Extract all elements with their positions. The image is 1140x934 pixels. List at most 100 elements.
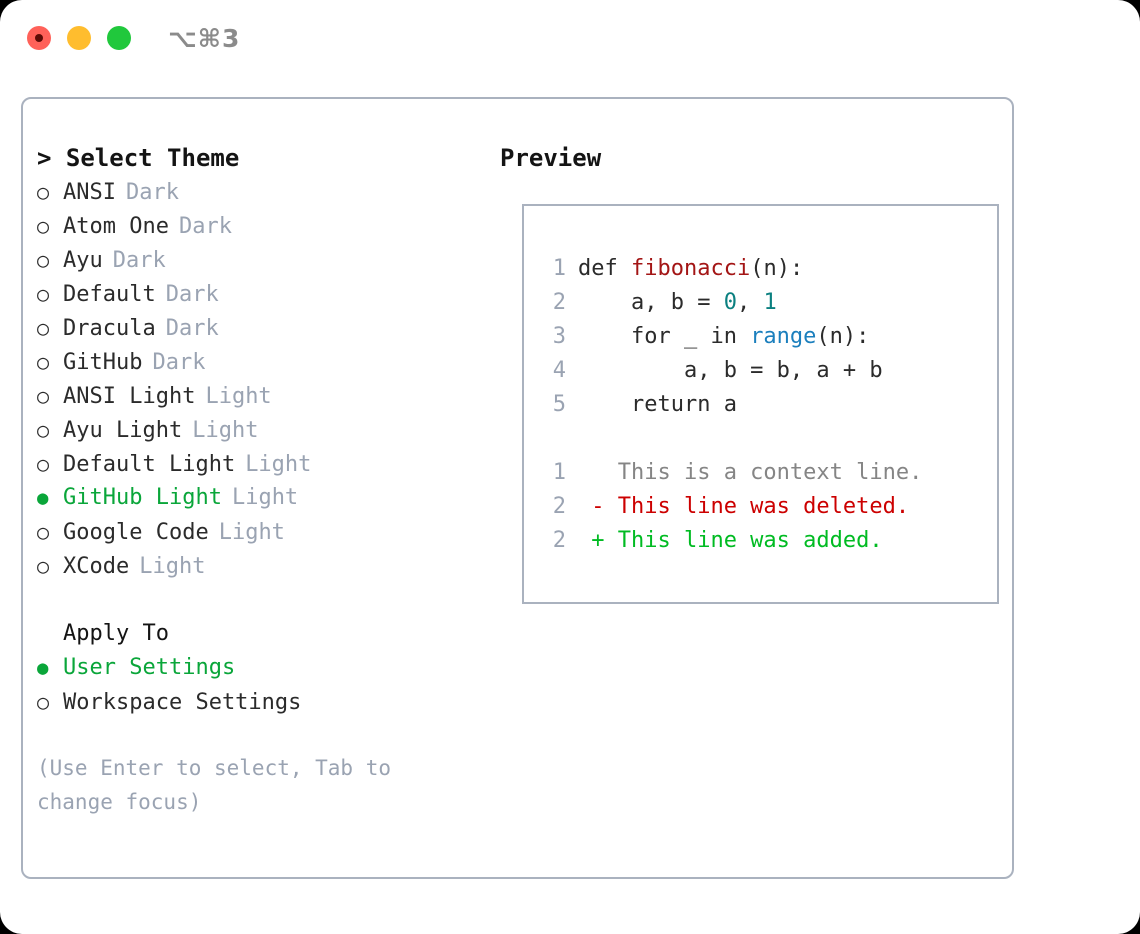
- title-bar: ⌥⌘3: [0, 0, 1140, 78]
- theme-option-10[interactable]: ○ Google Code Light: [37, 515, 487, 549]
- code-line: 4 a, b = b, a + b: [542, 354, 922, 388]
- theme-option-label: Atom One: [63, 214, 169, 239]
- code-line: 2 - This line was deleted.: [542, 490, 922, 524]
- radio-unselected-icon: ○: [37, 690, 50, 714]
- theme-option-variant-badge: Dark: [125, 180, 179, 205]
- theme-option-variant-badge: Light: [245, 452, 312, 477]
- keyboard-shortcut-label: ⌥⌘3: [168, 24, 241, 53]
- keyboard-hint-text: (Use Enter to select, Tab to change focu…: [37, 756, 404, 814]
- apply-to-option-label: Workspace Settings: [63, 690, 302, 715]
- code-token-num: 0: [723, 290, 737, 315]
- theme-option-0[interactable]: ○ ANSI Dark: [37, 175, 487, 209]
- radio-unselected-icon: ○: [37, 520, 50, 544]
- line-number: 5: [552, 392, 566, 417]
- code-line: 2 + This line was added.: [542, 524, 922, 558]
- theme-option-variant-badge: Dark: [165, 282, 219, 307]
- line-number: 3: [552, 324, 566, 349]
- code-token-del: - This line was deleted.: [578, 494, 910, 519]
- theme-option-label: Ayu Light: [63, 418, 183, 443]
- theme-option-label: Dracula: [63, 316, 156, 341]
- theme-option-variant-badge: Light: [139, 554, 206, 579]
- theme-option-variant-badge: Light: [231, 485, 299, 510]
- apply-to-heading: Apply To: [63, 621, 169, 646]
- code-token-plain: (n):: [816, 324, 870, 349]
- theme-option-5[interactable]: ○ GitHub Dark: [37, 345, 487, 379]
- line-number: 1: [552, 460, 566, 485]
- theme-option-label: ANSI Light: [63, 384, 196, 409]
- theme-option-variant-badge: Dark: [112, 248, 166, 273]
- radio-unselected-icon: ○: [37, 248, 50, 272]
- preview-heading: Preview: [500, 144, 602, 172]
- theme-option-variant-badge: Light: [218, 520, 285, 545]
- code-line: [542, 422, 922, 456]
- radio-unselected-icon: ○: [37, 282, 50, 306]
- theme-option-label: Ayu: [63, 248, 103, 273]
- line-number: 2: [552, 494, 566, 519]
- radio-selected-icon: ●: [37, 657, 49, 679]
- theme-option-label: Google Code: [63, 520, 209, 545]
- radio-unselected-icon: ○: [37, 350, 50, 374]
- line-number: 1: [552, 256, 566, 281]
- code-token-plain: a, b =: [578, 290, 724, 315]
- apply-to-option-0[interactable]: ● User Settings: [37, 651, 487, 685]
- theme-option-variant-badge: Dark: [165, 316, 219, 341]
- line-number: 2: [552, 290, 566, 315]
- radio-unselected-icon: ○: [37, 316, 50, 340]
- radio-unselected-icon: ○: [37, 384, 50, 408]
- code-line: 2 a, b = 0, 1: [542, 286, 922, 320]
- list-spacer: [37, 583, 487, 617]
- apply-to-option-1[interactable]: ○ Workspace Settings: [37, 685, 487, 719]
- code-token-plain: for _ in: [578, 324, 751, 349]
- theme-option-6[interactable]: ○ ANSI Light Light: [37, 379, 487, 413]
- line-number: 2: [552, 528, 566, 553]
- theme-option-variant-badge: Dark: [152, 350, 206, 375]
- radio-unselected-icon: ○: [37, 554, 50, 578]
- code-line: 5 return a: [542, 388, 922, 422]
- line-number: 4: [552, 358, 566, 383]
- radio-unselected-icon: ○: [37, 418, 50, 442]
- theme-option-variant-badge: Light: [205, 384, 272, 409]
- minimize-button[interactable]: [67, 26, 91, 50]
- theme-option-2[interactable]: ○ Ayu Dark: [37, 243, 487, 277]
- code-line: 3 for _ in range(n):: [542, 320, 922, 354]
- code-token-fn: fibonacci: [630, 256, 751, 281]
- code-token-plain: a, b = b, a + b: [578, 358, 883, 383]
- theme-option-label: ANSI: [63, 180, 116, 205]
- code-token-plain: def: [578, 256, 631, 281]
- close-button[interactable]: [27, 26, 51, 50]
- code-token-add: + This line was added.: [578, 528, 883, 553]
- theme-option-11[interactable]: ○ XCode Light: [37, 549, 487, 583]
- code-token-call: range: [750, 324, 817, 349]
- theme-option-label: GitHub Light: [63, 485, 222, 510]
- maximize-button[interactable]: [107, 26, 131, 50]
- code-token-ctx: This is a context line.: [578, 460, 923, 485]
- apply-to-option-label: User Settings: [63, 655, 236, 680]
- theme-option-9[interactable]: ● GitHub Light Light: [37, 481, 487, 515]
- select-theme-heading: > Select Theme: [37, 144, 240, 172]
- code-line: 1 def fibonacci(n):: [542, 252, 922, 286]
- code-token-num: 1: [763, 290, 777, 315]
- code-token-plain: (n):: [750, 256, 804, 281]
- code-token-plain: ,: [736, 290, 764, 315]
- theme-option-4[interactable]: ○ Dracula Dark: [37, 311, 487, 345]
- radio-selected-icon: ●: [37, 487, 49, 509]
- code-line: 1 This is a context line.: [542, 456, 923, 490]
- code-token-plain: return a: [578, 392, 737, 417]
- theme-option-label: GitHub: [63, 350, 143, 375]
- theme-option-label: Default Light: [63, 452, 236, 477]
- theme-option-label: XCode: [63, 554, 130, 579]
- radio-unselected-icon: ○: [37, 214, 50, 238]
- apply-to-list[interactable]: ● User Settings ○ Workspace Settings: [37, 651, 487, 719]
- radio-unselected-icon: ○: [37, 180, 50, 204]
